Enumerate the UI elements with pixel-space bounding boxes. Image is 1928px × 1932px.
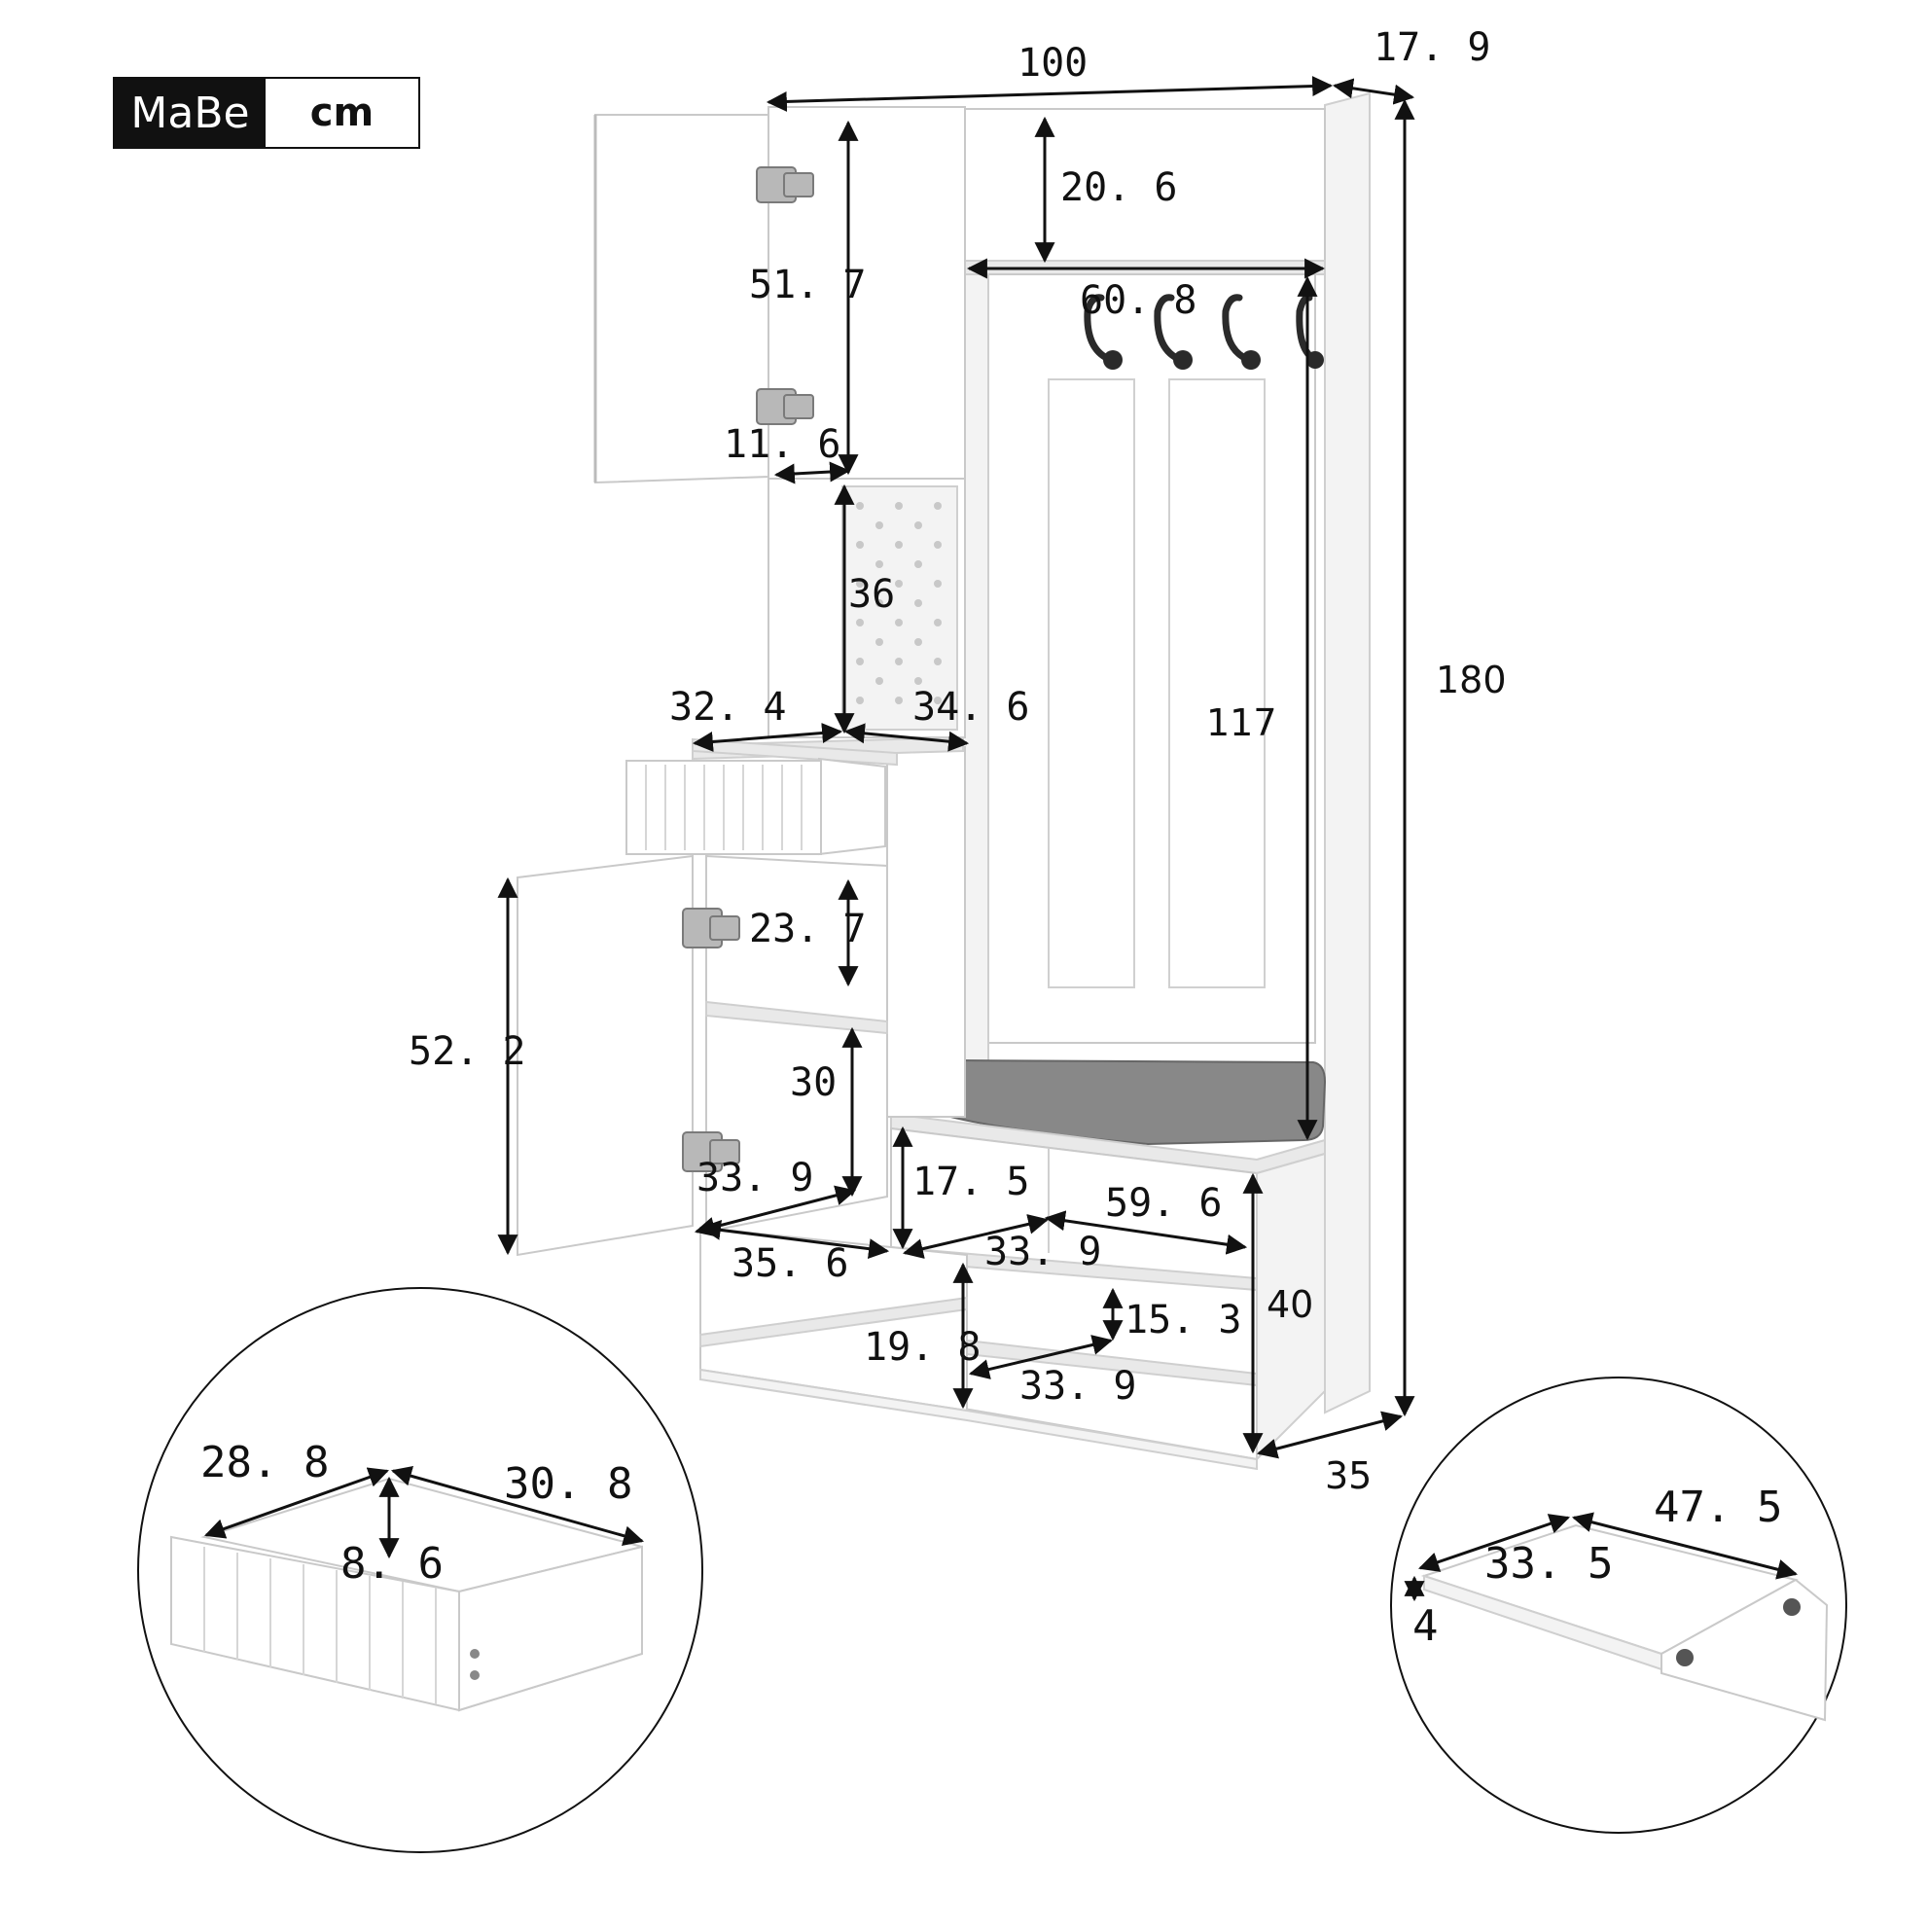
label-tray-width: 47. 5 [1654,1483,1782,1532]
label-shoe-right-width: 33. 9 [1019,1364,1136,1409]
label-base-height: 40 [1267,1283,1313,1326]
hook-icon [1222,294,1261,370]
brand-name: MaBe [115,79,266,147]
label-bench-compartment-height: 17. 5 [912,1160,1029,1204]
right-side-panel [1324,91,1371,1414]
lower-cabinet-shelf [705,1000,888,1035]
middle-column [886,746,966,1118]
hook-icon [1084,294,1123,370]
hinge-icon [756,388,814,425]
label-shoe-left-width: 35. 6 [732,1241,848,1286]
dimension-lines [497,76,1415,1459]
lower-door [517,854,694,1257]
label-drawer-depth: 28. 8 [200,1438,329,1487]
drawer-box [818,757,886,856]
label-upper-cabinet-depth: 11. 6 [724,422,840,467]
hall-tree-cabinet [517,91,1371,1471]
label-middle-width-left: 32. 4 [669,685,786,730]
hinge-icon [756,166,814,203]
shoe-base-floor [699,1368,1258,1471]
label-tray-depth: 33. 5 [1484,1539,1613,1589]
drawer-detail-front [170,1535,460,1712]
label-top-open-shelf: 20. 6 [1060,165,1177,210]
label-overall-width: 100 [1018,41,1088,86]
label-upper-cabinet-height: 51. 7 [749,263,866,307]
label-overall-height: 180 [1436,659,1507,701]
label-bench-compartment-depth: 33. 9 [984,1230,1101,1274]
label-lower-cabinet-height: 52. 2 [409,1029,525,1074]
wheel-icon [1676,1649,1694,1666]
label-depth-top: 17. 9 [1374,25,1490,70]
pegboard-panel [841,485,958,731]
drawer [625,757,886,856]
tray-detail-rail [1660,1578,1829,1722]
brand-unit-label: MaBe cm [113,77,420,149]
label-lower-upper-compartment: 23. 7 [749,907,866,951]
label-drawer-height: 8. 6 [340,1539,444,1589]
back-opening-left [1048,378,1135,988]
label-overall-depth: 35 [1325,1454,1372,1497]
label-drawer-width: 30. 8 [504,1459,632,1509]
label-shoe-right-height: 15. 3 [1125,1298,1241,1342]
label-coat-rack-height: 117 [1206,701,1277,744]
back-opening-right [1168,378,1266,988]
label-pegboard-height: 36 [848,572,895,617]
unit-label: cm [309,90,375,135]
hinge-icon [682,908,740,948]
drawer-detail: 28. 8 30. 8 8. 6 [137,1287,703,1853]
pegboard-holes [856,502,942,704]
label-lower-cabinet-width: 33. 9 [696,1156,813,1200]
wheel-icon [1783,1598,1801,1616]
hook-icon [1154,294,1193,370]
tray-detail: 33. 5 47. 5 4 [1390,1377,1847,1834]
label-tray-height: 4 [1412,1601,1439,1651]
label-middle-width-right: 34. 6 [912,685,1029,730]
label-shoe-left-height: 19. 8 [864,1325,981,1370]
dimension-labels: 100 17. 9 180 35 20. 6 60. 8 117 51. 7 1… [409,25,1507,1497]
hinge-icon [682,1131,740,1172]
label-bench-compartment-width: 59. 6 [1105,1181,1222,1226]
label-coat-rack-width: 60. 8 [1080,278,1196,323]
label-lower-lower-compartment: 30 [790,1060,837,1105]
